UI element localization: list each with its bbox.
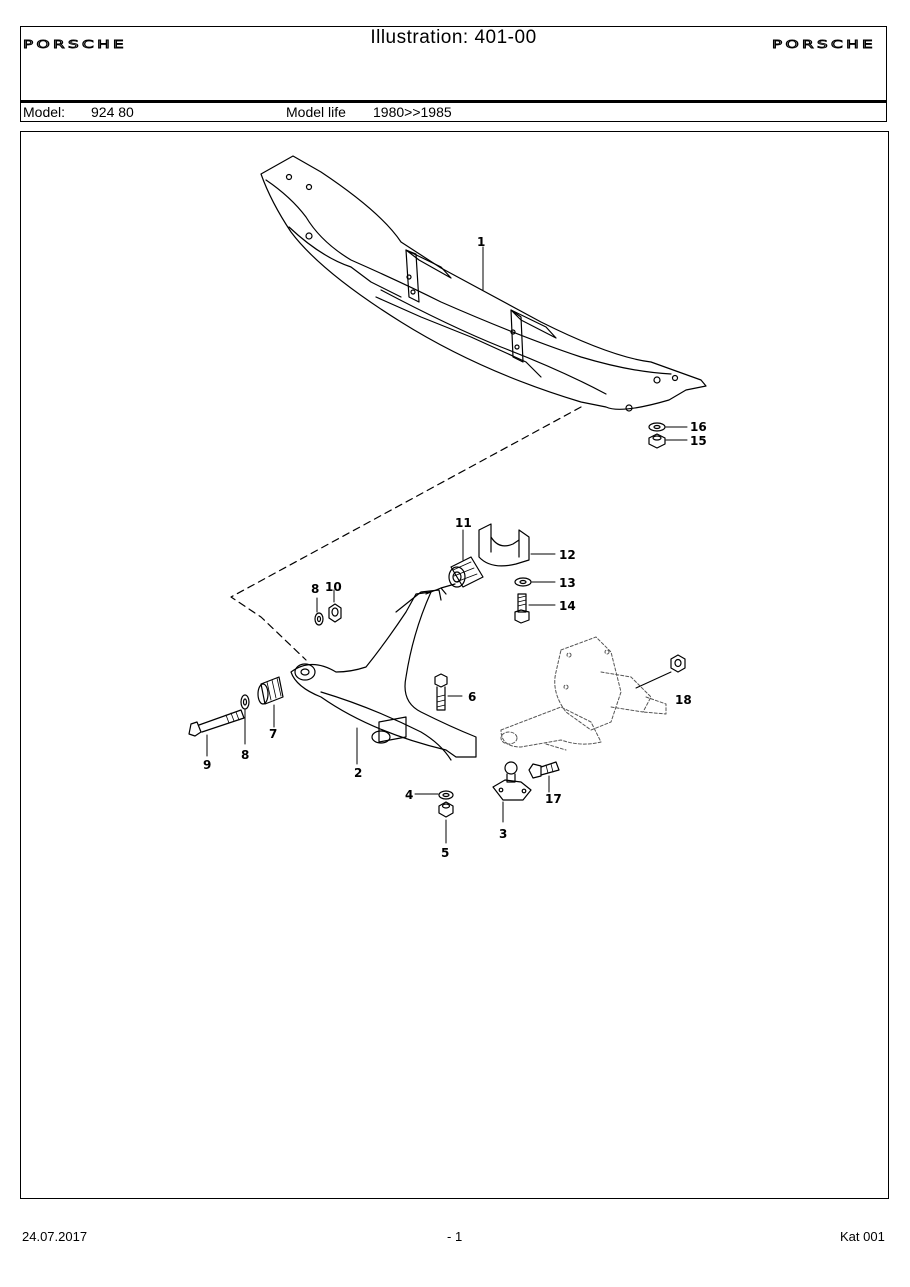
ball-joint-part-3 [492, 761, 532, 801]
illustration-title: Illustration: 401-00 [370, 27, 537, 48]
nut-part-10 [328, 603, 342, 623]
footer-page: - 1 [447, 1229, 463, 1244]
callout-18: 18 [675, 693, 692, 707]
washer-part-8-upper [314, 612, 324, 626]
bolt-part-9 [188, 709, 245, 737]
nut-part-18 [670, 654, 686, 673]
control-arm-part-2 [290, 583, 477, 761]
callout-8-lower: 8 [241, 748, 249, 762]
bolt-part-17 [528, 761, 560, 779]
model-value: 924 80 [91, 104, 134, 120]
washer-part-13 [514, 577, 532, 587]
bushing-part-11 [448, 556, 484, 588]
washer-part-16 [648, 422, 666, 432]
callout-8-upper: 8 [311, 582, 319, 596]
crossmember-part-1 [260, 155, 707, 412]
callout-12: 12 [559, 548, 576, 562]
callout-15: 15 [690, 434, 707, 448]
steering-knuckle [500, 636, 667, 751]
callout-10: 10 [325, 580, 342, 594]
callout-17: 17 [545, 792, 562, 806]
callout-2: 2 [354, 766, 362, 780]
model-label: Model: [23, 104, 66, 120]
washer-part-4 [438, 790, 454, 800]
bolt-part-6 [434, 673, 448, 711]
callout-14: 14 [559, 599, 576, 613]
bolt-part-14 [514, 593, 530, 624]
header-separator [21, 100, 886, 103]
svg-text:PORSCHE: PORSCHE [23, 38, 127, 50]
bushing-part-7 [257, 676, 284, 705]
callout-16: 16 [690, 420, 707, 434]
callout-7: 7 [269, 727, 277, 741]
callout-5: 5 [441, 846, 449, 860]
callout-3: 3 [499, 827, 507, 841]
porsche-logo-left: PORSCHE [23, 38, 127, 50]
callout-9: 9 [203, 758, 211, 772]
exploded-view-drawing: 1 2 3 4 5 6 7 8 8 9 10 11 12 13 14 15 16… [188, 155, 707, 860]
callout-1: 1 [477, 235, 485, 249]
callout-numbers: 1 2 3 4 5 6 7 8 8 9 10 11 12 13 14 15 16… [203, 235, 707, 860]
nut-part-15 [648, 433, 666, 449]
svg-text:PORSCHE: PORSCHE [772, 38, 876, 50]
porsche-logo-right: PORSCHE [772, 38, 876, 50]
callout-4: 4 [405, 788, 413, 802]
footer-date: 24.07.2017 [22, 1229, 88, 1244]
parts-illustration: 1 2 3 4 5 6 7 8 8 9 10 11 12 13 14 15 16… [20, 131, 889, 1199]
model-row: Model: 924 80 Model life 1980>>1985 [21, 103, 886, 121]
leader-lines [206, 246, 688, 844]
clamp-part-12 [478, 523, 530, 567]
assembly-line [230, 406, 582, 661]
washer-part-8-lower [240, 694, 250, 710]
nut-part-5 [438, 801, 454, 818]
callout-6: 6 [468, 690, 476, 704]
model-life-value: 1980>>1985 [373, 104, 452, 120]
footer-catalog: Kat 001 [840, 1229, 885, 1244]
callout-13: 13 [559, 576, 576, 590]
model-life-label: Model life [286, 104, 346, 120]
callout-11: 11 [455, 516, 472, 530]
header: PORSCHE Illustration: 401-00 PORSCHE Mod… [20, 26, 887, 122]
